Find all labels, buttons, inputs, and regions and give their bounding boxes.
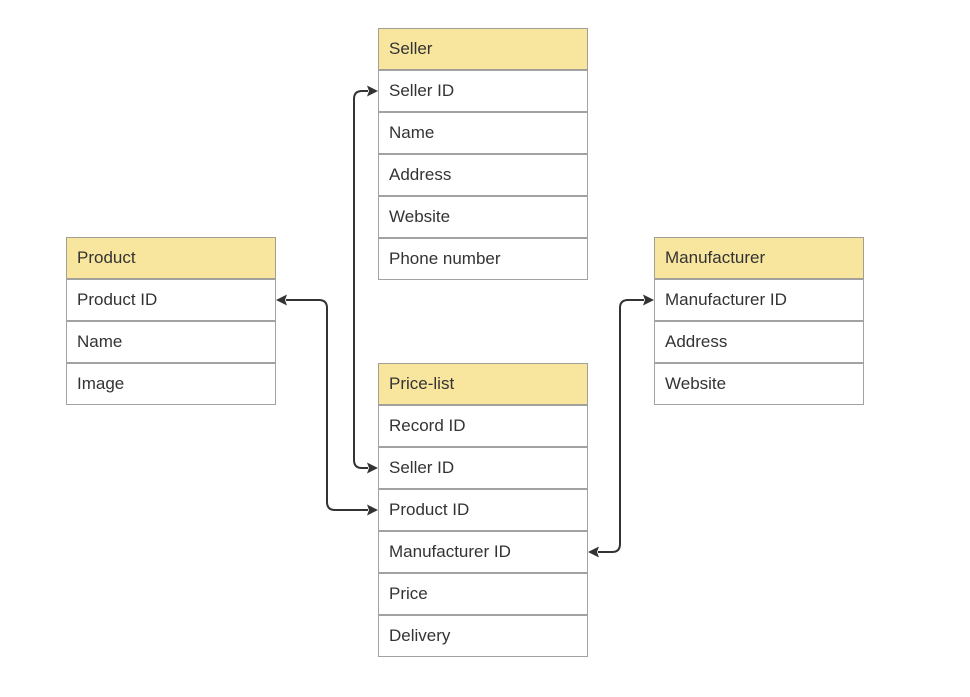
connector-pricelist-product	[276, 294, 378, 516]
table-row-seller-id: Seller ID	[378, 70, 588, 112]
table-title-price-list: Price-list	[378, 363, 588, 405]
arrowhead-into-pricelist-product-id-icon	[367, 504, 378, 516]
arrowhead-into-product-id-icon	[276, 294, 287, 306]
table-row-website: Website	[654, 363, 864, 405]
table-row-website: Website	[378, 196, 588, 238]
table-row-record-id: Record ID	[378, 405, 588, 447]
table-title-seller: Seller	[378, 28, 588, 70]
arrowhead-into-pricelist-manufacturer-id-icon	[588, 546, 599, 558]
connector-pricelist-manufacturer	[588, 294, 654, 558]
entity-table-price-list: Price-list Record ID Seller ID Product I…	[378, 363, 588, 657]
table-row-product-id: Product ID	[378, 489, 588, 531]
table-row-delivery: Delivery	[378, 615, 588, 657]
connector-line	[598, 299, 644, 553]
table-title-product: Product	[66, 237, 276, 279]
table-row-phone-number: Phone number	[378, 238, 588, 280]
table-row-image: Image	[66, 363, 276, 405]
table-row-manufacturer-id: Manufacturer ID	[654, 279, 864, 321]
arrowhead-into-pricelist-seller-id-icon	[367, 462, 378, 474]
table-row-address: Address	[654, 321, 864, 363]
entity-table-manufacturer: Manufacturer Manufacturer ID Address Web…	[654, 237, 864, 405]
table-row-address: Address	[378, 154, 588, 196]
table-row-seller-id: Seller ID	[378, 447, 588, 489]
connector-line	[286, 299, 368, 511]
table-row-product-id: Product ID	[66, 279, 276, 321]
table-row-name: Name	[378, 112, 588, 154]
entity-table-seller: Seller Seller ID Name Address Website Ph…	[378, 28, 588, 280]
entity-table-product: Product Product ID Name Image	[66, 237, 276, 405]
connector-line	[353, 90, 368, 469]
table-row-name: Name	[66, 321, 276, 363]
table-title-manufacturer: Manufacturer	[654, 237, 864, 279]
arrowhead-into-seller-id-icon	[367, 85, 378, 97]
connector-pricelist-seller	[353, 85, 378, 474]
table-row-manufacturer-id: Manufacturer ID	[378, 531, 588, 573]
table-row-price: Price	[378, 573, 588, 615]
arrowhead-into-manufacturer-id-icon	[643, 294, 654, 306]
